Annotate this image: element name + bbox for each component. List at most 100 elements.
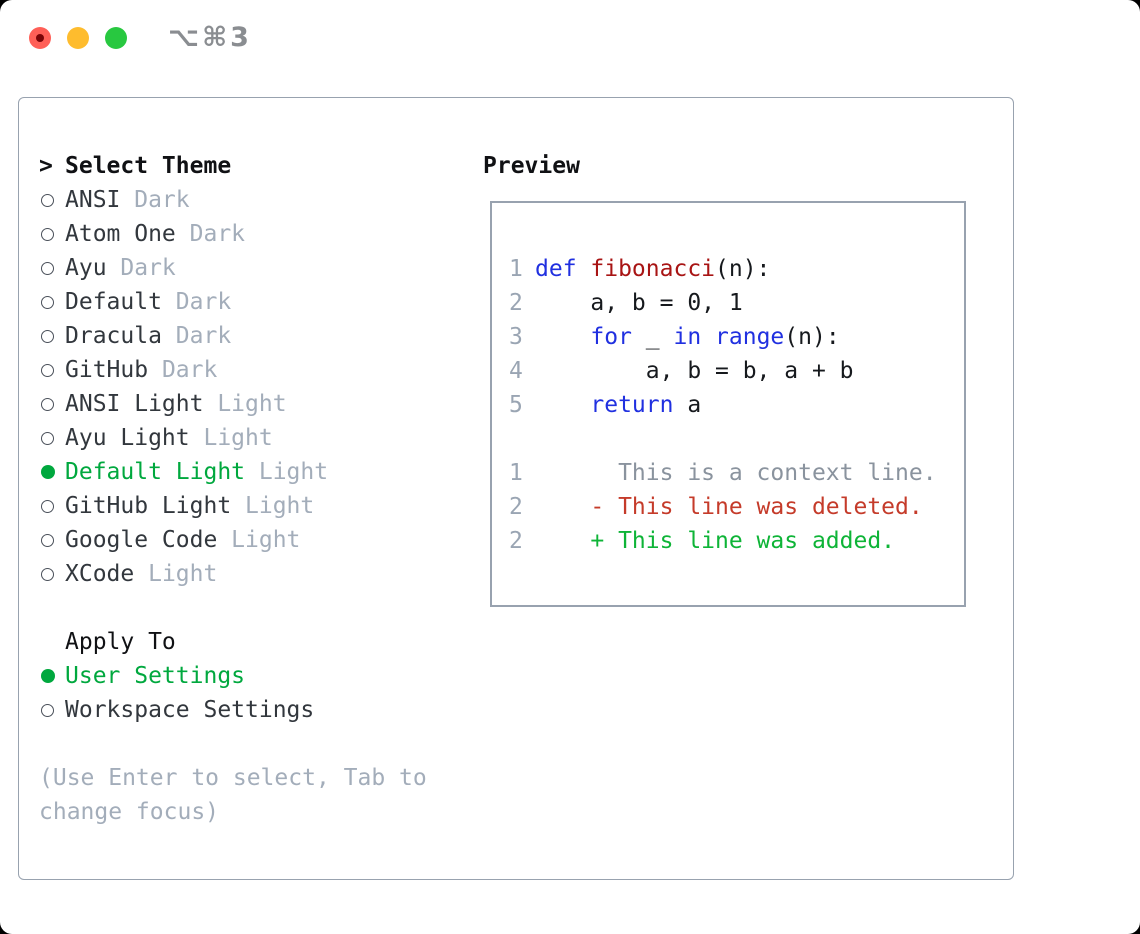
- theme-option[interactable]: ANSI Dark: [39, 183, 483, 217]
- theme-name: GitHub: [65, 357, 149, 383]
- close-button[interactable]: [29, 27, 51, 49]
- code-segment: def: [535, 256, 591, 282]
- radio-marker: [39, 295, 65, 309]
- apply-to-label: Workspace Settings: [65, 697, 315, 723]
- code-segment: - This line was deleted.: [535, 494, 923, 520]
- radio-unselected-icon: [41, 431, 54, 445]
- theme-variant: Light: [203, 425, 273, 451]
- radio-marker: [39, 431, 65, 445]
- theme-variant: Dark: [175, 323, 232, 349]
- theme-name: ANSI: [65, 187, 121, 213]
- theme-variant: Dark: [175, 289, 232, 315]
- apply-to-option[interactable]: Workspace Settings: [39, 693, 483, 727]
- apply-to-option[interactable]: User Settings: [39, 659, 483, 693]
- code-segment: [535, 324, 590, 350]
- radio-unselected-icon: [41, 533, 54, 547]
- radio-unselected-icon: [41, 703, 54, 717]
- radio-marker: [39, 397, 65, 411]
- theme-name: Default: [65, 289, 162, 315]
- code-line: 1 This is a context line.: [509, 456, 964, 490]
- code-segment: return: [590, 392, 674, 418]
- code-segment: range: [715, 324, 785, 350]
- titlebar: ⌥⌘3: [0, 0, 1140, 78]
- radio-marker: [39, 465, 65, 479]
- code-segment: a, b = b, a + b: [535, 358, 854, 384]
- line-number: 1: [509, 460, 523, 486]
- code-segment: a: [673, 392, 702, 418]
- theme-option[interactable]: Dracula Dark: [39, 319, 483, 353]
- code-line: 2 - This line was deleted.: [509, 490, 964, 524]
- theme-name: Dracula: [65, 323, 162, 349]
- theme-name: Ayu Light: [65, 425, 190, 451]
- theme-variant: Dark: [134, 187, 190, 213]
- line-number: 4: [509, 358, 523, 384]
- radio-unselected-icon: [41, 261, 54, 275]
- radio-unselected-icon: [41, 193, 54, 207]
- select-theme-header: > Select Theme: [39, 149, 483, 183]
- line-number: 2: [509, 494, 523, 520]
- radio-marker: [39, 567, 65, 581]
- window-title: ⌥⌘3: [168, 22, 252, 53]
- theme-name: Default Light: [65, 459, 246, 485]
- theme-variant: Dark: [161, 357, 218, 383]
- theme-option[interactable]: Default Dark: [39, 285, 483, 319]
- apply-to-title: Apply To: [65, 629, 176, 655]
- radio-unselected-icon: [41, 499, 54, 513]
- radio-marker: [39, 703, 65, 717]
- radio-marker: [39, 227, 65, 241]
- line-number: 2: [509, 290, 523, 316]
- radio-selected-icon: [41, 465, 55, 479]
- code-segment: + This line was added.: [535, 528, 896, 554]
- radio-unselected-icon: [41, 567, 54, 581]
- line-number: 5: [509, 392, 523, 418]
- line-number: 1: [509, 256, 523, 282]
- code-line: 2 + This line was added.: [509, 524, 964, 558]
- apply-to-header: Apply To: [39, 625, 483, 659]
- radio-unselected-icon: [41, 397, 54, 411]
- theme-variant: Light: [217, 391, 287, 417]
- code-segment: [701, 324, 715, 350]
- theme-variant: Light: [148, 561, 218, 587]
- theme-option[interactable]: GitHub Dark: [39, 353, 483, 387]
- theme-variant: Light: [245, 493, 315, 519]
- radio-marker: [39, 499, 65, 513]
- radio-marker: [39, 669, 65, 683]
- code-segment: (n):: [784, 324, 840, 350]
- theme-name: Ayu: [65, 255, 107, 281]
- code-line: 2 a, b = 0, 1: [509, 286, 964, 320]
- code-line: 3 for _ in range(n):: [509, 320, 964, 354]
- hint-text: (Use Enter to select, Tab to change focu…: [39, 765, 427, 825]
- code-line: [509, 422, 964, 456]
- theme-variant: Dark: [189, 221, 246, 247]
- code-segment: (n):: [715, 256, 771, 282]
- maximize-button[interactable]: [105, 27, 127, 49]
- theme-option[interactable]: Ayu Light Light: [39, 421, 483, 455]
- code-segment: in: [673, 324, 702, 350]
- code-segment: This is a context line.: [535, 460, 937, 486]
- code-segment: _: [631, 324, 674, 350]
- radio-unselected-icon: [41, 329, 54, 343]
- code-segment: for: [590, 324, 632, 350]
- code-line: 4 a, b = b, a + b: [509, 354, 964, 388]
- minimize-button[interactable]: [67, 27, 89, 49]
- radio-unselected-icon: [41, 295, 54, 309]
- line-number: 2: [509, 528, 523, 554]
- radio-unselected-icon: [41, 363, 54, 377]
- line-number: 3: [509, 324, 523, 350]
- radio-marker: [39, 363, 65, 377]
